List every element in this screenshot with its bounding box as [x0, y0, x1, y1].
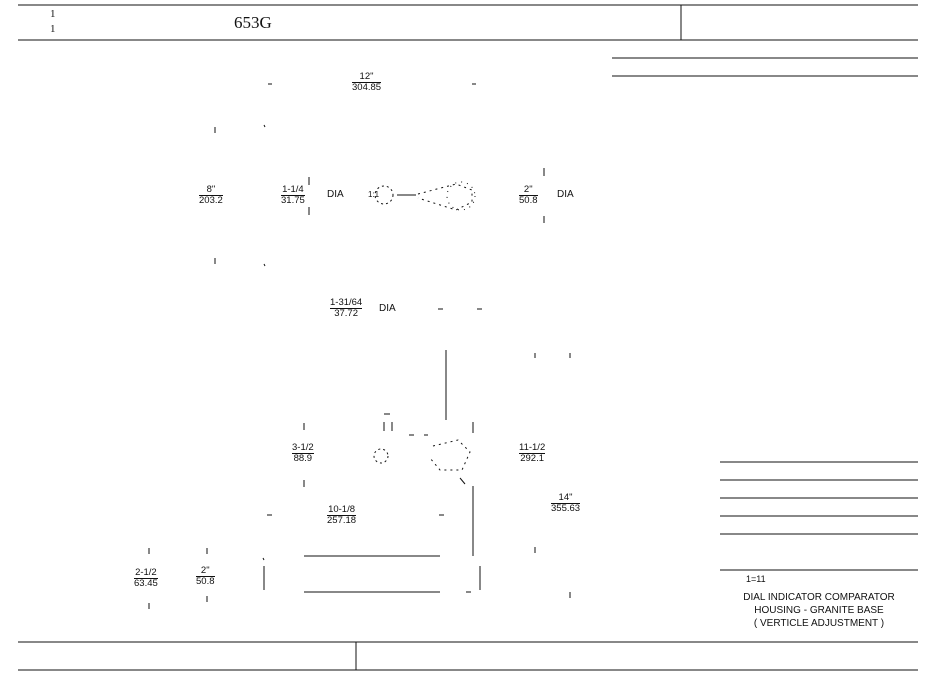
granite-base-sketch	[262, 555, 481, 593]
dim-2-1-2: 2-1/2 63.45	[134, 568, 158, 589]
dim-2-base: 2" 50.8	[196, 566, 215, 587]
dim-10-1-8: 10-1/8 257.18	[327, 504, 357, 526]
dim-metric: 203.2	[199, 195, 223, 206]
dim-metric: 31.75	[281, 195, 305, 206]
dim-dia-right: 2" 50.8	[519, 185, 538, 206]
description-line: ( VERTICLE ADJUSTMENT )	[753, 618, 885, 629]
dim-metric: 257.18	[327, 515, 357, 526]
dial-indicator-sketch	[374, 181, 476, 211]
sheet-number-bottom: 1	[50, 23, 56, 35]
sheet-number-top: 1	[50, 8, 56, 20]
dim-dia-small: 1-1/4 31.75	[281, 185, 305, 206]
dim-imperial: 11-1/2	[519, 442, 546, 454]
part-number: 653G	[234, 13, 272, 32]
dim-metric: 50.8	[519, 195, 538, 206]
dim-dia-mid: 1-31/64 37.72	[330, 297, 363, 319]
dim-metric: 50.8	[196, 576, 215, 587]
dim-imperial: 3-1/2	[292, 442, 314, 454]
dim-overall-width: 12" 304.85	[352, 72, 382, 93]
dim-metric: 304.85	[352, 82, 382, 93]
dim-imperial: 2"	[519, 185, 538, 196]
dia-label: DIA	[327, 189, 344, 200]
dia-label: DIA	[557, 189, 574, 200]
dia-label: DIA	[379, 303, 396, 314]
dim-metric: 292.1	[520, 453, 544, 464]
dim-metric: 37.72	[334, 308, 358, 319]
dim-imperial: 14"	[551, 493, 581, 504]
dim-height-left: 8" 203.2	[199, 185, 223, 206]
dim-imperial: 1-31/64	[330, 297, 363, 309]
description-line: DIAL INDICATOR COMPARATOR	[743, 592, 895, 603]
scale-label: 1=11	[746, 574, 766, 584]
dim-3-1-2: 3-1/2 88.9	[292, 443, 314, 464]
dim-imperial: 2"	[196, 566, 215, 577]
dim-imperial: 12"	[352, 72, 382, 83]
dim-metric: 63.45	[134, 578, 158, 589]
drawing-description: DIAL INDICATOR COMPARATOR HOUSING - GRAN…	[719, 591, 919, 630]
dim-14: 14" 355.63	[551, 493, 581, 514]
dim-11-1-2: 11-1/2 292.1	[519, 442, 546, 464]
description-line: HOUSING - GRANITE BASE	[754, 605, 884, 616]
dim-imperial: 2-1/2	[134, 567, 158, 579]
dim-imperial: 8"	[199, 185, 223, 196]
dim-imperial: 10-1/8	[327, 504, 357, 516]
small-label: 1:1	[368, 190, 380, 199]
dim-imperial: 1-1/4	[281, 184, 305, 196]
dim-metric: 355.63	[551, 503, 581, 514]
dim-metric: 88.9	[293, 453, 313, 464]
